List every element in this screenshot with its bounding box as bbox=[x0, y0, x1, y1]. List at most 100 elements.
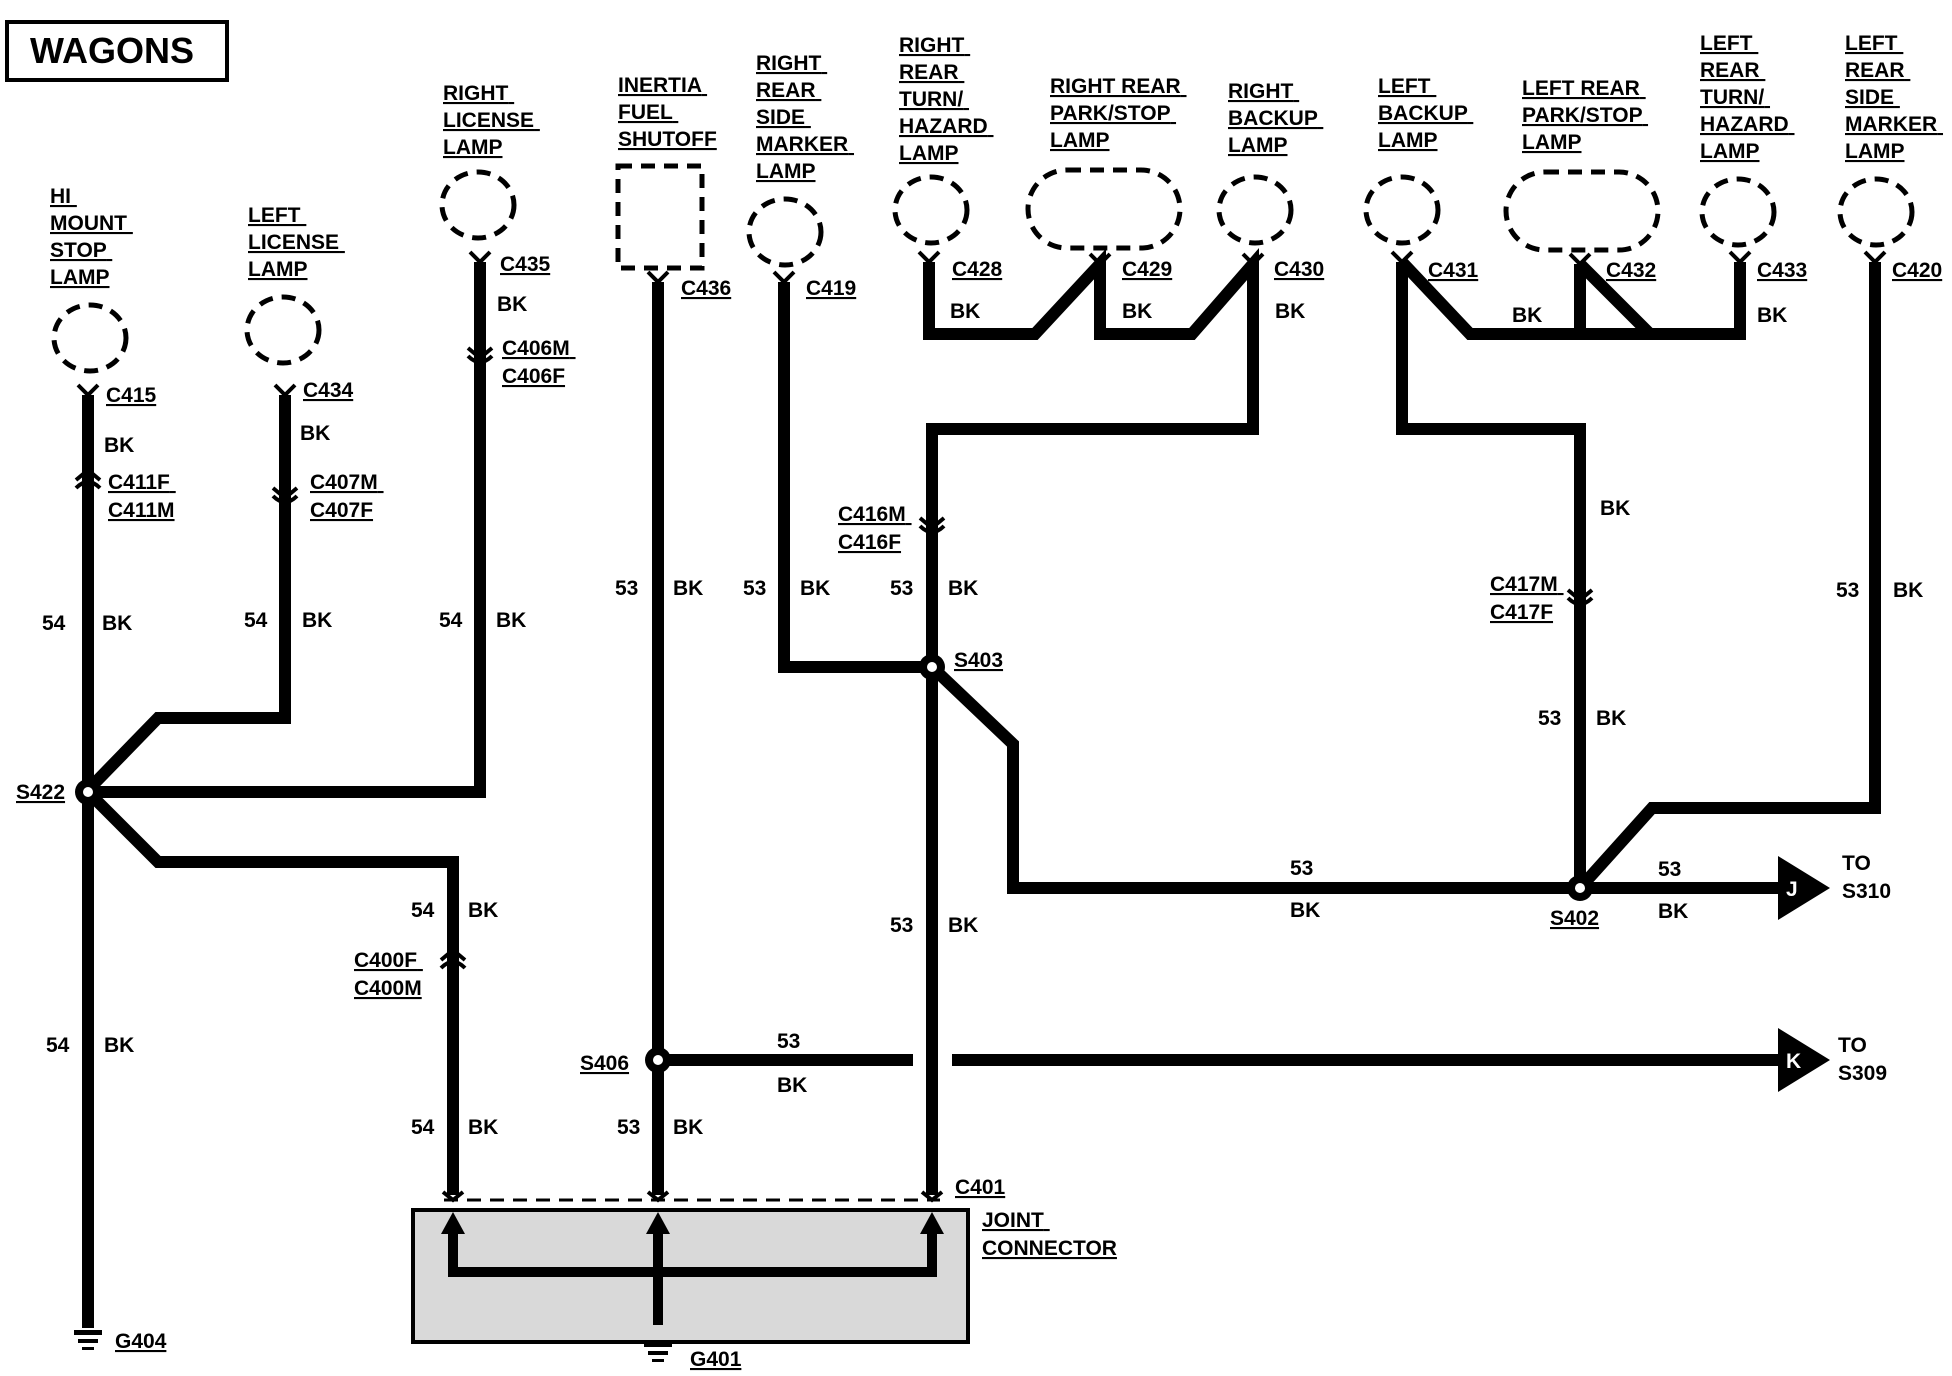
wire-color-label: BK bbox=[104, 1034, 134, 1057]
connector-c415-label: C415 bbox=[106, 384, 157, 407]
splice-s402-label: S402 bbox=[1550, 907, 1599, 930]
wire-color-label: BK bbox=[102, 612, 132, 635]
wire-circuit-label: 53 bbox=[1538, 707, 1561, 730]
arrow-k-letter: K bbox=[1786, 1050, 1801, 1073]
connector-c433-label: C433 bbox=[1757, 259, 1807, 282]
connector-c400-label: C400F C400M bbox=[354, 949, 423, 1000]
left-rear-side-marker-lamp-icon bbox=[1837, 176, 1915, 248]
connector-c420-label: C420 bbox=[1892, 259, 1942, 282]
wire-color-label: BK bbox=[1290, 899, 1320, 922]
left-rear-turn-hazard-lamp-label: LEFT REAR TURN/ HAZARD LAMP bbox=[1700, 32, 1795, 163]
wire-color-label: BK bbox=[800, 577, 830, 600]
wire-circuit-label: 53 bbox=[617, 1116, 640, 1139]
wire-color-label: BK bbox=[468, 1116, 498, 1139]
wire-color-label: BK bbox=[1600, 497, 1630, 520]
wire-color-label: BK bbox=[302, 609, 332, 632]
to-s310-label-target: S310 bbox=[1842, 880, 1891, 903]
to-s310-label-to: TO bbox=[1842, 852, 1871, 875]
hi-mount-stop-lamp-label: HI MOUNT STOP LAMP bbox=[50, 185, 133, 289]
connector-c417-label: C417M C417F bbox=[1490, 573, 1564, 624]
wire-circuit-label: 53 bbox=[890, 577, 913, 600]
right-rear-park-stop-lamp-label: RIGHT REAR PARK/STOP LAMP bbox=[1050, 75, 1187, 152]
wire-circuit-label: 53 bbox=[743, 577, 766, 600]
right-rear-side-marker-lamp-label: RIGHT REAR SIDE MARKER LAMP bbox=[756, 52, 854, 183]
splice-s403-label: S403 bbox=[954, 649, 1003, 672]
wire-circuit-label: 53 bbox=[777, 1030, 800, 1053]
wire-color-label: BK bbox=[950, 300, 980, 323]
wire-circuit-label: 53 bbox=[615, 577, 638, 600]
right-rear-turn-hazard-lamp-icon bbox=[892, 174, 970, 246]
wire-circuit-label: 53 bbox=[1290, 857, 1313, 880]
arrow-k-icon bbox=[1778, 1028, 1830, 1092]
connector-c406-label: C406M C406F bbox=[502, 337, 576, 388]
connector-c432-label: C432 bbox=[1606, 259, 1656, 282]
connector-c407-label: C407M C407F bbox=[310, 471, 384, 522]
wire-color-label: BK bbox=[1512, 304, 1542, 327]
wire-color-label: BK bbox=[468, 899, 498, 922]
title-box: WAGONS bbox=[5, 20, 229, 82]
connector-symbols bbox=[74, 250, 1887, 1203]
wire-color-label: BK bbox=[497, 293, 527, 316]
wire-color-label: BK bbox=[1122, 300, 1152, 323]
right-license-lamp-icon bbox=[439, 169, 517, 241]
ground-g401-icon bbox=[644, 1342, 672, 1362]
destination-arrows: J K TO S310 TO S309 bbox=[1778, 852, 1891, 1092]
connector-c436-label: C436 bbox=[681, 277, 731, 300]
right-rear-park-stop-lamp-icon bbox=[1025, 167, 1183, 251]
right-license-lamp-label: RIGHT LICENSE LAMP bbox=[443, 82, 540, 159]
connector-c411-label: C411F C411M bbox=[108, 471, 176, 522]
wire-color-label: BK bbox=[673, 1116, 703, 1139]
ground-g404-icon bbox=[74, 1330, 102, 1350]
wire-color-label: BK bbox=[300, 422, 330, 445]
connector-labels: C415 C434 C435 C436 C419 C428 C429 C430 … bbox=[106, 253, 1942, 1199]
right-backup-lamp-icon bbox=[1216, 174, 1294, 246]
wire-color-label: BK bbox=[1757, 304, 1787, 327]
right-rear-side-marker-lamp-icon bbox=[746, 196, 824, 268]
wire-color-label: BK bbox=[1658, 900, 1688, 923]
wire-circuit-label: 53 bbox=[1658, 858, 1681, 881]
left-rear-park-stop-lamp-label: LEFT REAR PARK/STOP LAMP bbox=[1522, 77, 1648, 154]
connector-c429-label: C429 bbox=[1122, 258, 1172, 281]
wire-color-label: BK bbox=[777, 1074, 807, 1097]
wires bbox=[82, 247, 1881, 1328]
connector-c435-label: C435 bbox=[500, 253, 551, 276]
wire-color-label: BK bbox=[104, 434, 134, 457]
wire-circuit-label: 54 bbox=[411, 1116, 435, 1139]
splice-labels: S422 S403 S402 S406 bbox=[16, 649, 1599, 1075]
left-license-lamp-icon bbox=[244, 294, 322, 366]
connector-c428-label: C428 bbox=[952, 258, 1003, 281]
ground-g401-label: G401 bbox=[690, 1348, 742, 1371]
diagram-title: WAGONS bbox=[30, 30, 194, 71]
wire-color-label: BK bbox=[1893, 579, 1923, 602]
lamps bbox=[51, 163, 1915, 374]
connector-c430-label: C430 bbox=[1274, 258, 1324, 281]
wire-circuit-label: 54 bbox=[439, 609, 463, 632]
wire-circuit-label: 54 bbox=[46, 1034, 70, 1057]
wire-color-label: BK bbox=[948, 914, 978, 937]
connector-c419-label: C419 bbox=[806, 277, 856, 300]
left-rear-turn-hazard-lamp-icon bbox=[1699, 176, 1777, 248]
wire-color-label: BK bbox=[1596, 707, 1626, 730]
wire-circuit-label: 53 bbox=[1836, 579, 1859, 602]
inertia-fuel-shutoff-icon bbox=[615, 163, 705, 271]
component-labels: HI MOUNT STOP LAMP LEFT LICENSE LAMP RIG… bbox=[50, 32, 1943, 1260]
connector-c431-label: C431 bbox=[1428, 259, 1479, 282]
wire-circuit-label: 54 bbox=[244, 609, 268, 632]
arrow-j-icon bbox=[1778, 856, 1830, 920]
to-s309-label-to: TO bbox=[1838, 1034, 1867, 1057]
wire-labels: BK BK BK BK BK BK BK BK BK 54 BK 54 BK 5… bbox=[42, 293, 1923, 1139]
wire-color-label: BK bbox=[948, 577, 978, 600]
wire-circuit-label: 54 bbox=[411, 899, 435, 922]
left-license-lamp-label: LEFT LICENSE LAMP bbox=[248, 204, 345, 281]
connector-c416-label: C416M C416F bbox=[838, 503, 912, 554]
left-backup-lamp-icon bbox=[1363, 174, 1441, 246]
left-backup-lamp-label: LEFT BACKUP LAMP bbox=[1378, 75, 1473, 152]
wire-color-label: BK bbox=[673, 577, 703, 600]
splices bbox=[75, 654, 1593, 1073]
hi-mount-stop-lamp-icon bbox=[51, 302, 129, 374]
inertia-fuel-shutoff-label: INERTIA FUEL SHUTOFF bbox=[618, 74, 717, 151]
left-rear-side-marker-lamp-label: LEFT REAR SIDE MARKER LAMP bbox=[1845, 32, 1943, 163]
to-s309-label-target: S309 bbox=[1838, 1062, 1887, 1085]
wire-circuit-label: 53 bbox=[890, 914, 913, 937]
